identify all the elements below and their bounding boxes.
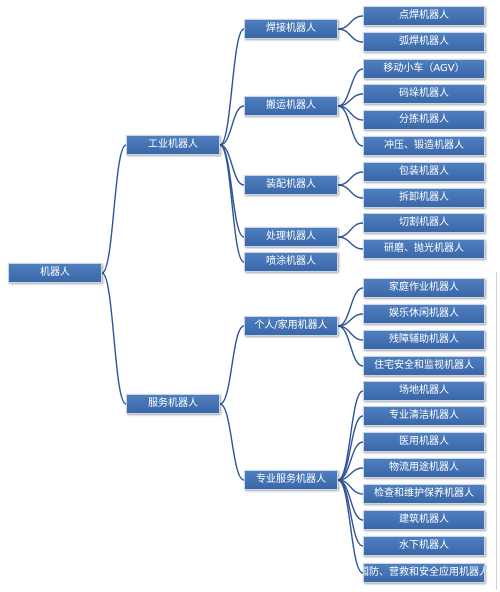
node-level3: 残障辅助机器人 [363,330,485,350]
node-root: 机器人 [8,263,102,283]
connector-level2-level3 [337,171,364,186]
node-level2: 焊接机器人 [244,19,338,39]
node-level3: 物流用途机器人 [363,458,485,478]
node-level2: 个人/家用机器人 [244,316,338,336]
connector-level1-level2 [219,325,245,405]
node-level1: 工业机器人 [126,135,220,155]
connector-level2-level3 [337,441,364,481]
connector-level2-level3 [337,325,364,367]
connector-level2-level3 [337,415,364,481]
node-level3: 建筑机器人 [363,510,485,530]
connector-level1-level2 [219,28,245,146]
node-level3: 水下机器人 [363,536,485,556]
node-level3: 分拣机器人 [363,110,485,130]
node-level3: 检查和维护保养机器人 [363,484,485,504]
node-level3: 移动小车（AGV） [363,59,485,79]
node-level3: 住宅安全和监视机器人 [363,356,485,376]
node-level3: 拆卸机器人 [363,188,485,208]
connector-level2-level3 [337,105,364,147]
node-level3: 家庭作业机器人 [363,278,485,298]
node-level2: 装配机器人 [244,175,338,195]
node-level2: 专业服务机器人 [244,470,338,490]
node-level3: 切割机器人 [363,213,485,233]
right-frame-line [496,272,497,590]
node-level3: 码垛机器人 [363,84,485,104]
node-level2: 搬运机器人 [244,96,338,116]
node-level3: 研磨、抛光机器人 [363,239,485,259]
node-level3: 医用机器人 [363,432,485,452]
connector-level2-level3 [337,15,364,30]
connector-level1-level2 [219,144,245,263]
connector-level2-level3 [337,390,364,481]
connector-level2-level3 [337,479,364,574]
connector-level2-level3 [337,222,364,238]
connector-level2-level3 [337,479,364,547]
connector-root-level1 [101,144,127,274]
node-level3: 点焊机器人 [363,6,485,26]
node-level2: 喷涂机器人 [244,252,338,272]
node-level3: 国防、营救和安全应用机器人 [363,563,485,583]
node-level3: 娱乐休闲机器人 [363,304,485,324]
node-level2: 处理机器人 [244,227,338,247]
connector-level1-level2 [219,105,245,146]
connector-level2-level3 [337,184,364,199]
connector-level1-level2 [219,144,245,238]
connector-level1-level2 [219,403,245,481]
connector-level2-level3 [337,68,364,107]
node-level3: 冲压、锻造机器人 [363,136,485,156]
connector-level2-level3 [337,236,364,250]
connector-level2-level3 [337,287,364,327]
connector-root-level1 [101,272,127,405]
connector-level2-level3 [337,28,364,43]
node-level3: 场地机器人 [363,381,485,401]
node-level1: 服务机器人 [126,394,220,414]
connector-level1-level2 [219,144,245,186]
node-level3: 弧焊机器人 [363,32,485,52]
node-level3: 包装机器人 [363,162,485,182]
node-level3: 专业清洁机器人 [363,406,485,426]
